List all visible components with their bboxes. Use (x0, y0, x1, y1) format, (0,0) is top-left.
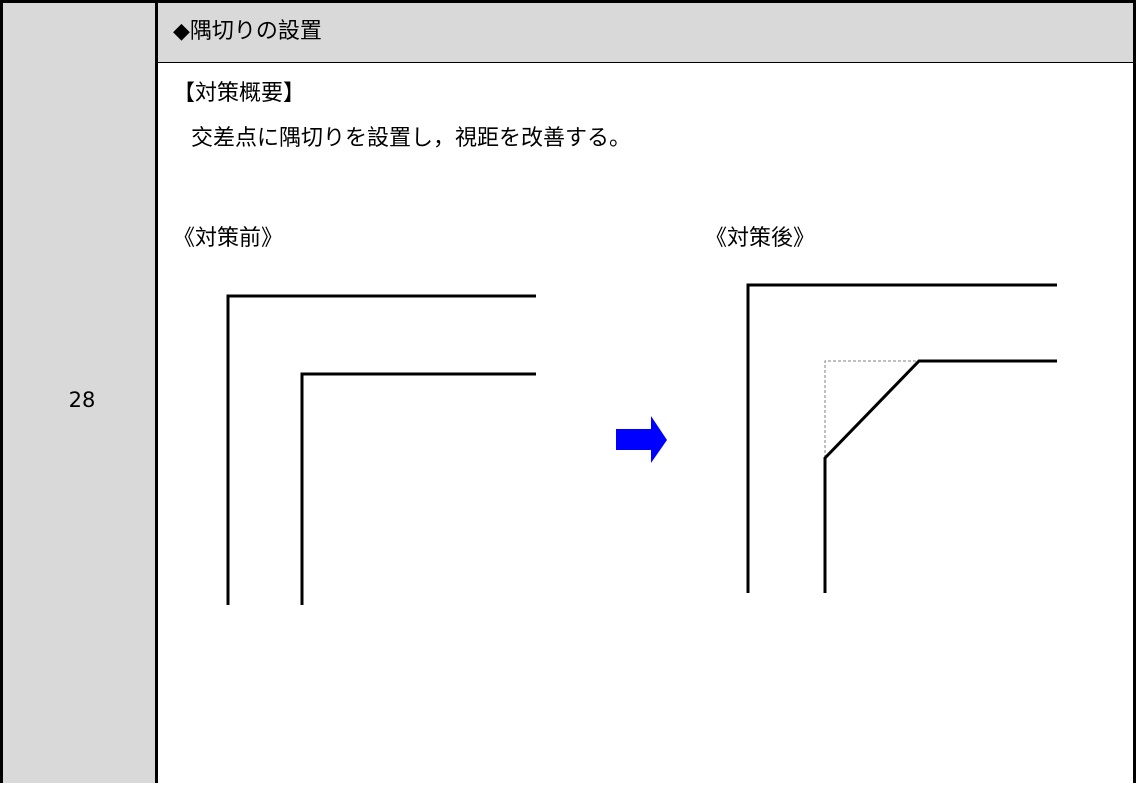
right-arrow-icon (616, 416, 667, 463)
measure-title: ◆隅切りの設置 (173, 19, 322, 44)
section-heading: 【対策概要】 (173, 81, 306, 106)
before-outer-road-edge (226, 294, 536, 605)
title-bar: ◆隅切りの設置 (158, 3, 1133, 63)
after-removed-corner-guide (824, 360, 919, 458)
after-inner-road-edge-corner-cut (823, 359, 1057, 593)
before-label: 《対策前》 (173, 226, 284, 251)
after-outer-road-edge (746, 283, 1057, 593)
before-inner-road-edge (300, 372, 536, 605)
intersection-diagrams (226, 283, 1057, 605)
row-number-cell: 28 (0, 0, 158, 783)
content-cell: ◆隅切りの設置 【対策概要】 交差点に隅切りを設置し，視距を改善する。 《対策前… (158, 0, 1136, 783)
summary-text: 交差点に隅切りを設置し，視距を改善する。 (191, 126, 632, 151)
row-number: 28 (68, 388, 96, 412)
after-label: 《対策後》 (705, 226, 816, 251)
